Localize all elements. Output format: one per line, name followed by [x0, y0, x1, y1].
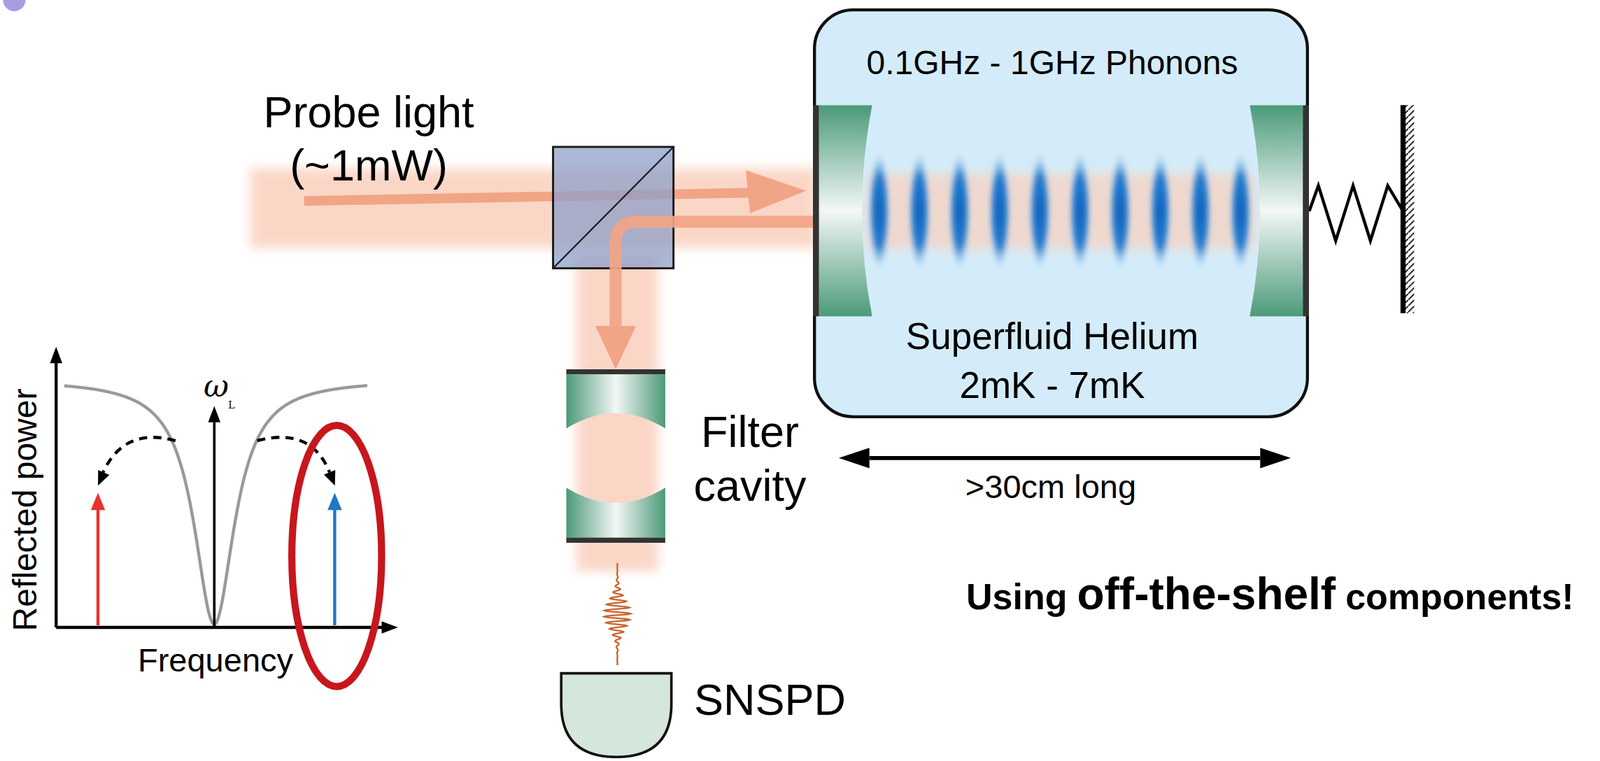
resonance-curve: [64, 385, 368, 625]
laser-arrow: [212, 420, 216, 628]
wave-lobe: [1068, 152, 1092, 271]
slogan-line: Usingoff-the-shelfcomponents!: [966, 568, 1575, 620]
spring: [1308, 185, 1403, 241]
mirror-backing: [565, 369, 665, 375]
stokes-arrow: [96, 507, 100, 626]
scatter-arrow: [102, 437, 176, 473]
wave-lobe: [1108, 152, 1132, 271]
wave-lobe: [948, 152, 972, 271]
mirror: [1249, 104, 1303, 317]
length-dimension: >30cm long: [965, 467, 1137, 507]
detector-label: SNSPD: [694, 673, 846, 727]
stokes-arrow-head: [90, 492, 105, 511]
wave-lobe: [1028, 152, 1051, 271]
cavity-outline: [814, 9, 1308, 417]
laser-arrow-head: [208, 405, 222, 422]
wave-lobe: [1189, 152, 1212, 271]
corner-dot: [2, 0, 26, 12]
mirror: [819, 104, 873, 317]
medium-label: Superfluid Helium 2mK - 7mK: [894, 312, 1210, 410]
detector-body: [561, 673, 671, 758]
wave-lobe: [1148, 152, 1172, 271]
x-axis: [55, 626, 384, 629]
slogan-word: Using: [966, 575, 1067, 618]
light-path-line: [615, 221, 813, 327]
scatter-arrow-head: [97, 470, 110, 486]
mirror-backing: [812, 104, 820, 317]
slogan-word: components!: [1345, 575, 1574, 618]
wave-lobe: [868, 152, 891, 271]
highlight-ellipse: [291, 425, 382, 687]
light-path-head: [595, 326, 636, 370]
axis-head: [49, 347, 63, 364]
detector-shape: [558, 671, 677, 759]
mirror-backing: [565, 537, 665, 543]
filter-mirrors: [565, 369, 669, 544]
axis-title: Reflected power: [5, 388, 45, 632]
length-arrow-head: [1259, 447, 1291, 469]
frequency-symbol: ω: [203, 370, 229, 402]
wave-lobe: [1229, 152, 1252, 271]
axis-title: Frequency: [137, 640, 294, 681]
subscript: L: [228, 400, 235, 410]
antistokes-arrow-head: [327, 492, 342, 511]
wave-lobe: [988, 152, 1011, 271]
scatter-arrow-head: [323, 470, 336, 486]
length-line: [869, 456, 1261, 461]
slogan-emphasis: off-the-shelf: [1076, 568, 1336, 620]
helium-cavity: 0.1GHz - 1GHz PhononsSuperfluid Helium 2…: [812, 8, 1309, 419]
wall-hatch: [1404, 104, 1414, 314]
mirror: [565, 374, 665, 429]
mirror: [565, 487, 665, 538]
length-arrow-head: [838, 447, 870, 469]
filter-label: Filter cavity: [683, 405, 817, 513]
mirror-backing: [1302, 104, 1309, 317]
filter-cavity: Filter cavity: [565, 369, 822, 544]
axis-head: [381, 621, 398, 634]
cavity-heading: 0.1GHz - 1GHz Phonons: [866, 42, 1239, 84]
scatter-arrow: [257, 437, 331, 473]
source-label: Probe light (~1mW): [253, 85, 485, 192]
snspd-detector: SNSPD: [558, 671, 853, 759]
antistokes-arrow: [333, 507, 336, 626]
standing-wave: [868, 152, 1253, 271]
light-path-connector: [595, 221, 813, 370]
y-axis: [54, 358, 58, 628]
wave-lobe: [908, 152, 931, 271]
wall: [1400, 104, 1406, 314]
probe-arrow-head: [745, 170, 806, 214]
probe-arrow-line: [304, 193, 750, 202]
photon-wavepacket: [604, 563, 632, 666]
